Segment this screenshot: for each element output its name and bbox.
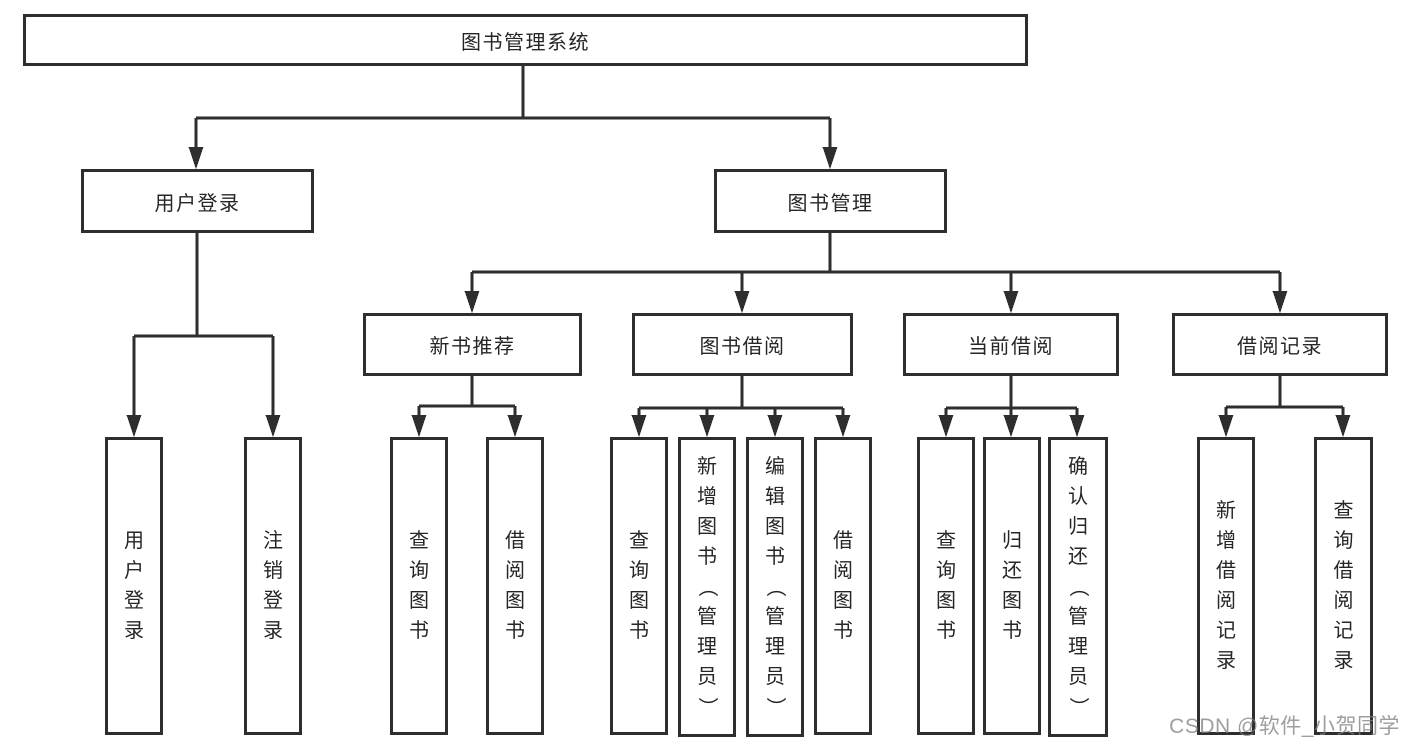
arrowhead-down-icon xyxy=(835,415,851,437)
arrowhead-down-icon xyxy=(1335,415,1351,437)
arrowhead-down-icon xyxy=(411,415,427,437)
node-borrow-record: 借阅记录 xyxy=(1172,313,1388,376)
arrowhead-down-icon xyxy=(734,291,750,313)
leaf-add-borrow-record: 新增借阅记录 xyxy=(1197,437,1255,735)
arrowhead-down-icon xyxy=(464,291,480,313)
leaf-borrow-books: 借阅图书 xyxy=(814,437,872,735)
arrowhead-down-icon xyxy=(631,415,647,437)
leaf-return-books: 归还图书 xyxy=(983,437,1041,735)
arrowhead-down-icon xyxy=(1069,415,1085,437)
arrowhead-down-icon xyxy=(938,415,954,437)
leaf-add-books-admin: 新增图书（管理员） xyxy=(678,437,736,737)
node-new-book-recommend: 新书推荐 xyxy=(363,313,582,376)
arrowhead-down-icon xyxy=(126,415,142,437)
arrowhead-down-icon xyxy=(265,415,281,437)
leaf-query-books-current: 查询图书 xyxy=(917,437,975,735)
arrowhead-down-icon xyxy=(822,147,838,169)
node-book-management: 图书管理 xyxy=(714,169,947,233)
leaf-query-books-borrow: 查询图书 xyxy=(610,437,668,735)
leaf-user-login: 用户登录 xyxy=(105,437,163,735)
node-current-borrow: 当前借阅 xyxy=(903,313,1119,376)
arrowhead-down-icon xyxy=(699,415,715,437)
arrowhead-down-icon xyxy=(188,147,204,169)
arrowhead-down-icon xyxy=(767,415,783,437)
leaf-query-borrow-record: 查询借阅记录 xyxy=(1314,437,1373,735)
arrowhead-down-icon xyxy=(1272,291,1288,313)
arrowhead-down-icon xyxy=(507,415,523,437)
leaf-query-books-recommend: 查询图书 xyxy=(390,437,448,735)
leaf-edit-books-admin: 编辑图书（管理员） xyxy=(746,437,804,737)
node-library-system: 图书管理系统 xyxy=(23,14,1028,66)
leaf-borrow-books-recommend: 借阅图书 xyxy=(486,437,544,735)
node-user-login: 用户登录 xyxy=(81,169,314,233)
arrowhead-down-icon xyxy=(1003,291,1019,313)
leaf-confirm-return-admin: 确认归还（管理员） xyxy=(1048,437,1108,737)
arrowhead-down-icon xyxy=(1218,415,1234,437)
csdn-watermark: CSDN @软件_小贺同学 xyxy=(1169,715,1400,738)
leaf-logout: 注销登录 xyxy=(244,437,302,735)
arrowhead-down-icon xyxy=(1003,415,1019,437)
node-book-borrow: 图书借阅 xyxy=(632,313,853,376)
